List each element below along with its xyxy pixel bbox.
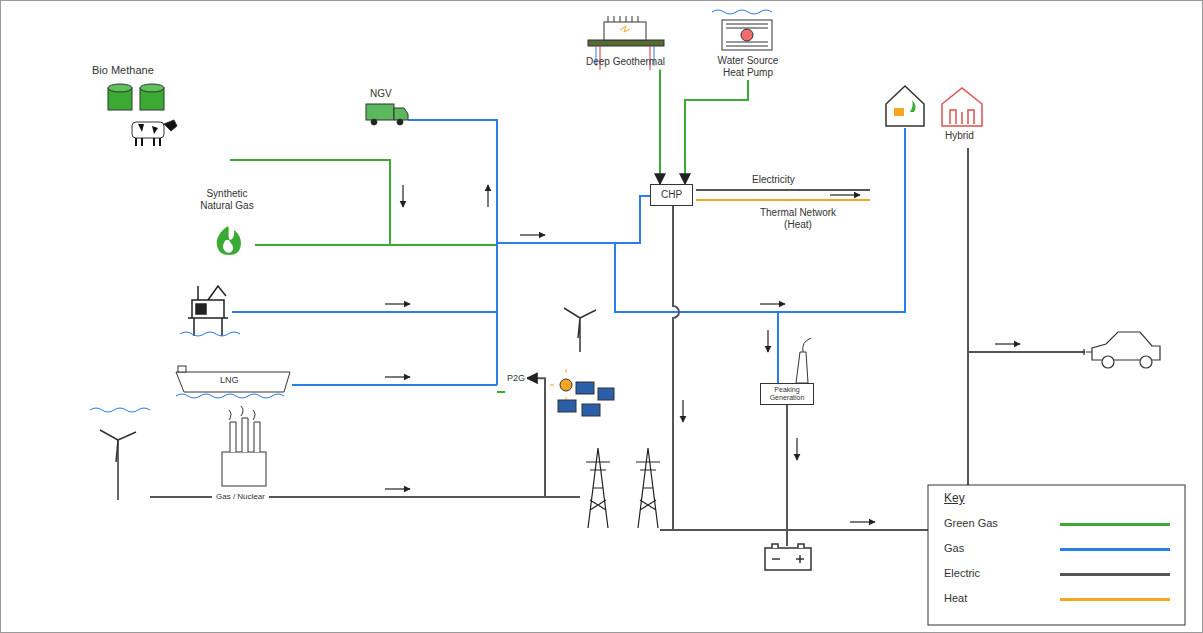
line-label: Thermal Network (Heat) — [748, 207, 848, 230]
node-text: Deep Geothermal — [586, 56, 665, 68]
legend-swatch — [1060, 523, 1170, 526]
vehicle-label: NGV — [370, 88, 392, 100]
legend-text: Gas — [944, 542, 964, 554]
node-text: Gas / Nuclear — [216, 491, 265, 503]
source-label: Bio Methane — [92, 64, 154, 77]
node-text: CHP — [661, 189, 682, 201]
legend-title: Key — [944, 492, 965, 506]
plant-label: Gas / Nuclear — [214, 491, 267, 503]
legend-text: Heat — [944, 592, 967, 604]
source-label: Deep Geothermal — [586, 56, 665, 68]
legend-swatch — [1060, 598, 1170, 601]
node-text: Water Source Heat Pump — [712, 55, 784, 78]
legend-text: Green Gas — [944, 517, 998, 529]
node-text: Bio Methane — [92, 64, 154, 77]
consumer-label: Hybrid — [945, 130, 974, 142]
legend-swatch — [1060, 573, 1170, 576]
line-label: Electricity — [752, 174, 795, 186]
flow-connector — [659, 70, 661, 185]
process-box: CHP — [650, 184, 693, 206]
node-text: P2G — [507, 373, 525, 383]
node-text: Synthetic Natural Gas — [196, 188, 258, 211]
node-text: Hybrid — [945, 130, 974, 142]
flow-connector — [685, 80, 748, 184]
node-text: NGV — [370, 88, 392, 100]
generator-box: Peaking Generation — [760, 383, 814, 405]
legend-swatch — [1060, 548, 1170, 551]
source-label: Synthetic Natural Gas — [196, 188, 258, 211]
ship-label: LNG — [220, 375, 239, 385]
source-label: Water Source Heat Pump — [712, 55, 784, 78]
conversion-label: P2G — [505, 372, 527, 384]
node-text: LNG — [220, 375, 239, 385]
flow-connector — [269, 378, 545, 497]
legend-text: Electric — [944, 567, 980, 579]
node-text: Peaking Generation — [764, 386, 810, 402]
